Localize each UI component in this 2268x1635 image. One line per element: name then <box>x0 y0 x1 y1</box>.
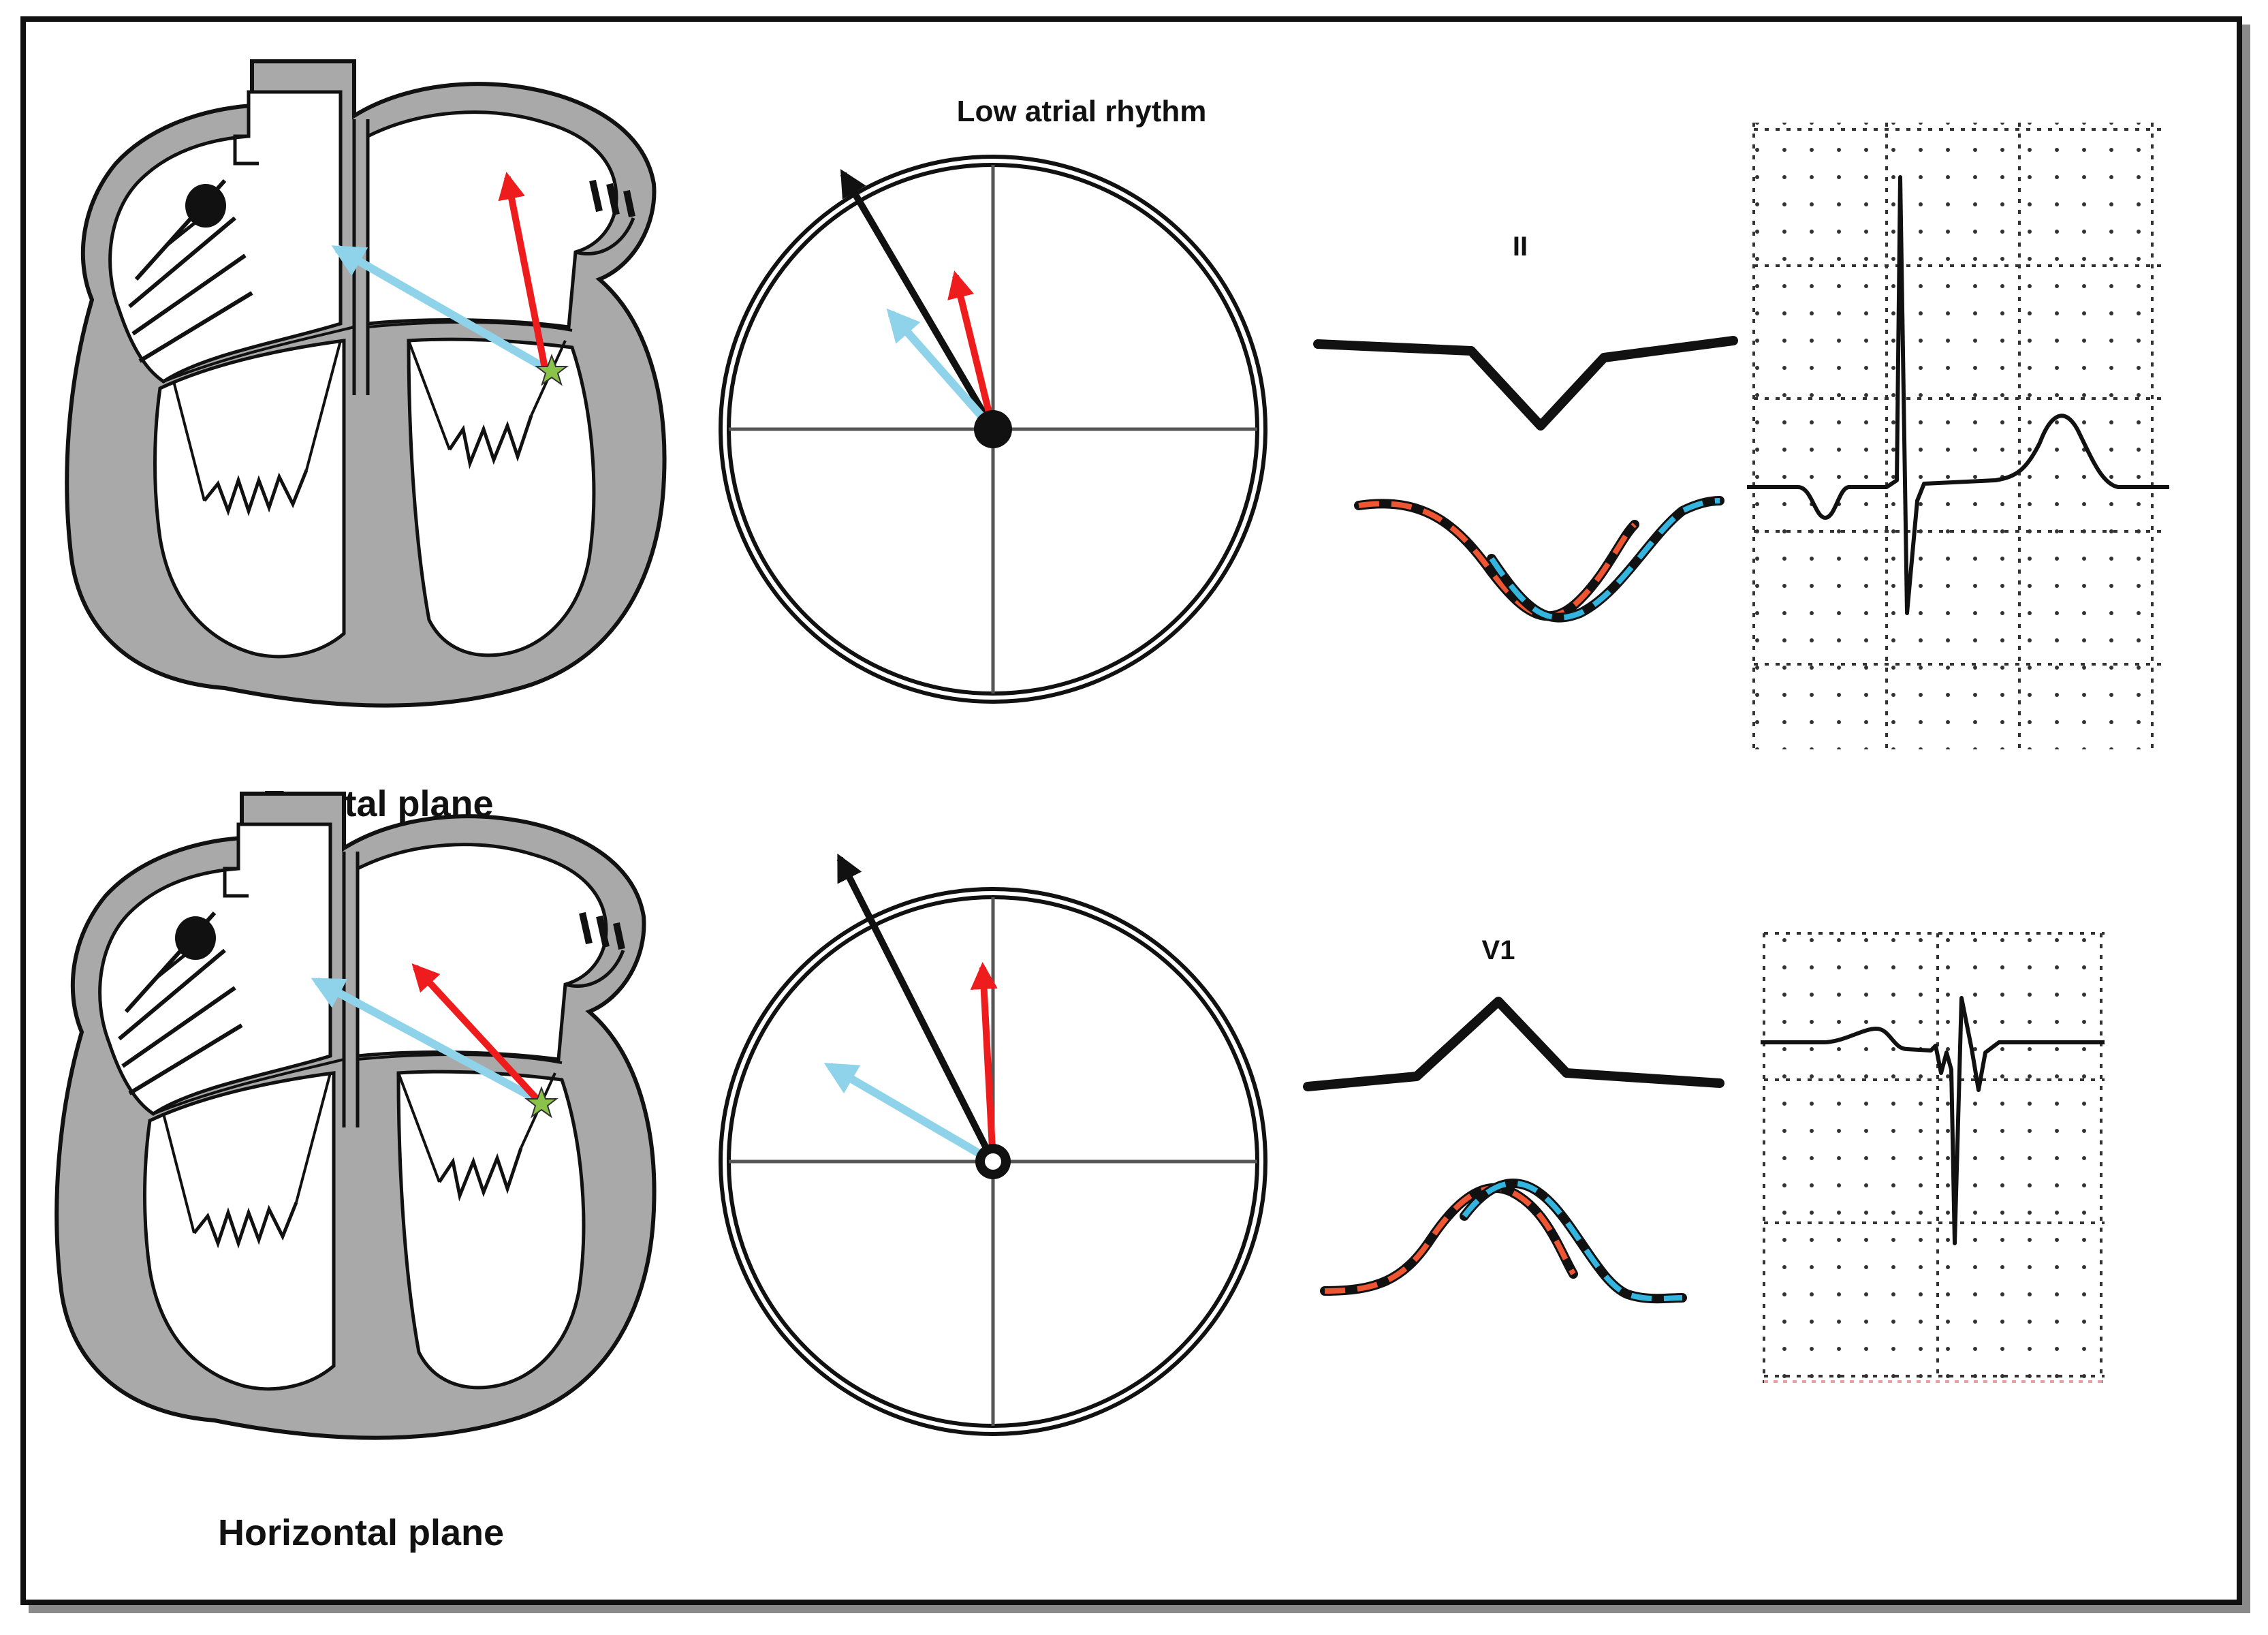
ecg-strip-lead-ii <box>1747 123 2169 749</box>
p-wave-schematic-lead-v1 <box>1303 997 1724 1304</box>
plane-label-horizontal: Horizontal plane <box>218 1512 504 1553</box>
figure-title: Low atrial rhythm <box>957 95 1207 128</box>
composite-p-wave <box>1303 997 1724 1091</box>
origin-star-icon <box>535 354 569 386</box>
mean-vector-arrow <box>840 169 996 431</box>
mean-vector-arrow <box>836 853 996 1164</box>
vector-circle-frontal <box>721 157 1265 702</box>
left-atrial-vector-arrow <box>970 962 998 1162</box>
vector-origin <box>974 410 1012 448</box>
composite-p-wave <box>1313 336 1738 431</box>
left-atrial-vector-arrow <box>947 270 996 431</box>
ecg-trace <box>1747 175 2169 615</box>
lead-label-ii: II <box>1513 232 1528 262</box>
right-atrial-component-wave <box>1462 1181 1683 1302</box>
ecg-trace <box>1761 996 2105 1245</box>
right-atrial-vector-arrow <box>886 308 996 432</box>
heart-diagram-frontal <box>67 61 664 706</box>
left-atrial-vector-arrow <box>411 963 541 1103</box>
right-atrial-vector-arrow <box>311 977 540 1104</box>
p-wave-schematic-lead-ii <box>1313 336 1738 623</box>
right-atrial-vector-arrow <box>331 245 547 372</box>
heart-diagram-horizontal <box>57 794 654 1438</box>
right-atrial-vector-arrow <box>823 1062 996 1166</box>
left-atrial-vector-arrow <box>498 172 548 369</box>
origin-star-icon <box>524 1086 558 1119</box>
vector-circle-horizontal <box>721 853 1265 1434</box>
left-atrial-component-wave <box>1324 1185 1576 1294</box>
ecg-strip-lead-v1 <box>1761 932 2105 1383</box>
right-atrial-component-wave <box>1489 498 1720 621</box>
lead-label-v1: V1 <box>1482 935 1515 965</box>
